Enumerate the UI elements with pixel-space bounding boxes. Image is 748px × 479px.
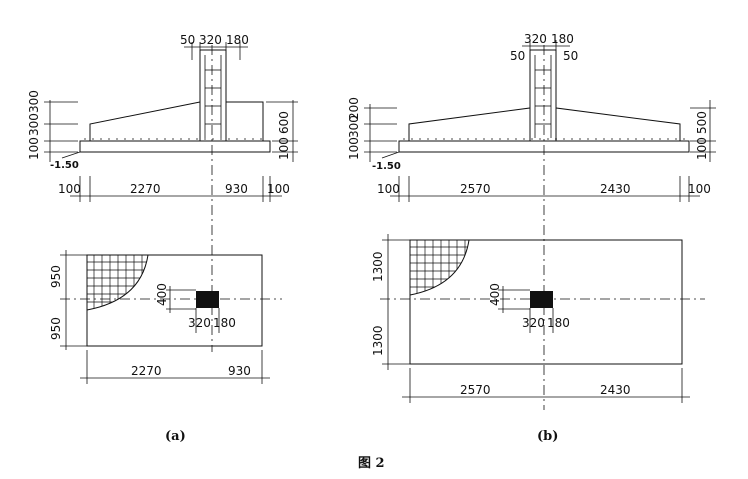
plan-b-2430: 2430 <box>600 383 631 397</box>
panel-b-section: 320 180 50 50 100 300 200 500 100 -1.50 … <box>347 32 716 410</box>
plan-a-400: 400 <box>155 283 169 306</box>
dim-b-bottom-100a: 100 <box>377 182 400 196</box>
dim-col-50: 50 <box>180 33 195 47</box>
panel-b-plan: 400 320 180 1300 1300 2570 2430 <box>371 234 705 403</box>
dim-b-left-300: 300 <box>347 115 361 138</box>
dim-b-180: 180 <box>551 32 574 46</box>
dim-b-left-200: 200 <box>347 97 361 120</box>
level-a: -1.50 <box>50 160 79 171</box>
column-block-b <box>530 291 553 308</box>
plan-a-950a: 950 <box>49 265 63 288</box>
dim-right-600: 600 <box>277 111 291 134</box>
plan-b-180: 180 <box>547 316 570 330</box>
plan-a-950b: 950 <box>49 317 63 340</box>
panel-a-plan: 400 320 180 950 950 2270 930 <box>49 250 282 384</box>
dim-bottom-2270: 2270 <box>130 182 161 196</box>
footing-right-step <box>225 101 264 141</box>
plan-a-180: 180 <box>213 316 236 330</box>
panel-b-label: (b) <box>537 429 558 444</box>
panel-a-section: 50 320 180 100 300 300 600 100 -1.50 100… <box>27 33 298 352</box>
dim-col-180: 180 <box>226 33 249 47</box>
plan-b-1300a: 1300 <box>371 251 385 282</box>
figure-caption: 图 2 <box>358 456 385 471</box>
rebar-grid-b <box>410 240 469 295</box>
dim-b-320: 320 <box>524 32 547 46</box>
dim-left-300a: 300 <box>27 113 41 136</box>
dim-b-bottom-2430: 2430 <box>600 182 631 196</box>
plan-b-320: 320 <box>522 316 545 330</box>
dim-bottom-100a: 100 <box>58 182 81 196</box>
dim-b-50b: 50 <box>563 49 578 63</box>
base-slab <box>79 140 271 153</box>
plan-a-930: 930 <box>228 364 251 378</box>
plan-b-2570: 2570 <box>460 383 491 397</box>
column-stub-b <box>529 49 557 142</box>
column-block <box>196 291 219 308</box>
footing-left-slope-b <box>408 107 531 141</box>
plan-b-1300b: 1300 <box>371 325 385 356</box>
rebar-grid <box>87 255 148 310</box>
dim-b-right-500: 500 <box>695 111 709 134</box>
footing-right-slope-b <box>555 107 681 141</box>
footing-left-slope <box>89 101 201 141</box>
dim-bottom-100b: 100 <box>267 182 290 196</box>
footing-plan <box>86 254 263 347</box>
dim-col-320: 320 <box>199 33 222 47</box>
dim-b-right-100: 100 <box>695 137 709 160</box>
plan-a-2270: 2270 <box>131 364 162 378</box>
footing-plan-b <box>409 239 683 365</box>
dim-b-bottom-2570: 2570 <box>460 182 491 196</box>
dim-left-100: 100 <box>27 137 41 160</box>
dim-left-300b: 300 <box>27 90 41 113</box>
dim-b-bottom-100b: 100 <box>688 182 711 196</box>
dim-b-left-100: 100 <box>347 137 361 160</box>
panel-a-label: (a) <box>165 429 186 444</box>
dim-bottom-930: 930 <box>225 182 248 196</box>
column-stub <box>199 49 227 142</box>
plan-b-400: 400 <box>488 283 502 306</box>
dim-b-50a: 50 <box>510 49 525 63</box>
dim-right-100: 100 <box>277 137 291 160</box>
level-b: -1.50 <box>372 161 401 172</box>
plan-a-320: 320 <box>188 316 211 330</box>
